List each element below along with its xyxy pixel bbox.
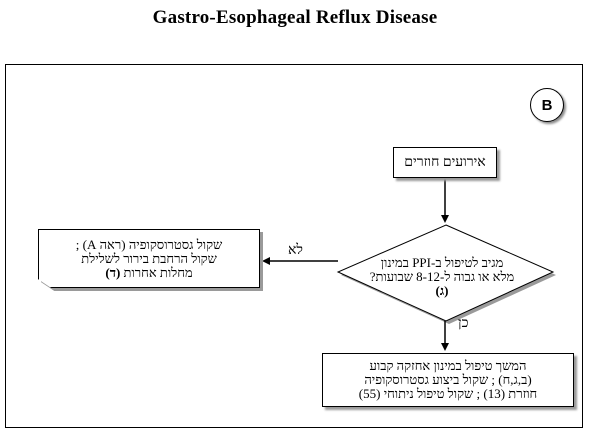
no-branch-line-2: שקול הרחבת בירור לשלילת (81, 250, 217, 266)
no-branch-box: שקול גסטרוסקופיה (ראה A) ; שקול הרחבת בי… (38, 229, 260, 288)
yes-branch-box: המשך טיפול במינון אחזקה קבוע (ב,ג,ח) ; ש… (322, 353, 574, 407)
yes-branch-line-2: (ב,ג,ח) ; שקול ביצוע גסטרוסקופיה (364, 372, 532, 387)
page-title: Gastro-Esophageal Reflux Disease (152, 7, 438, 28)
yes-branch-line-1: המשך טיפול במינון אחזקה קבוע (369, 358, 527, 373)
no-branch-line-1: שקול גסטרוסקופיה (ראה A) ; (75, 236, 223, 252)
no-branch-ref: (ד) (105, 264, 121, 280)
yes-branch-line-3: חוזרת (13) ; שקול טיפול ניתוחי (55) (358, 386, 538, 401)
decision-ref: (ג) (435, 283, 449, 298)
decision-text: מגיב לטיפול ב-PPI במינון מלא או גבוה ל-8… (346, 256, 538, 298)
edge-label-yes: כן (458, 316, 469, 331)
decision-line-1: מגיב לטיפול ב-PPI במינון (380, 255, 504, 270)
decision-line-2: מלא או גבוה ל-8-12 שבועות? (369, 269, 515, 284)
flowchart-frame (5, 64, 583, 428)
recurrent-events-label: אירועים חוזרים (404, 154, 486, 170)
no-branch-line-3-text: מחלות אחרות (123, 264, 193, 280)
section-badge: B (530, 88, 564, 122)
edge-label-no: לא (288, 243, 303, 258)
recurrent-events-box: אירועים חוזרים (393, 147, 497, 178)
decision-diamond (336, 224, 555, 322)
no-branch-line-3: מחלות אחרות (ד) (105, 264, 193, 280)
